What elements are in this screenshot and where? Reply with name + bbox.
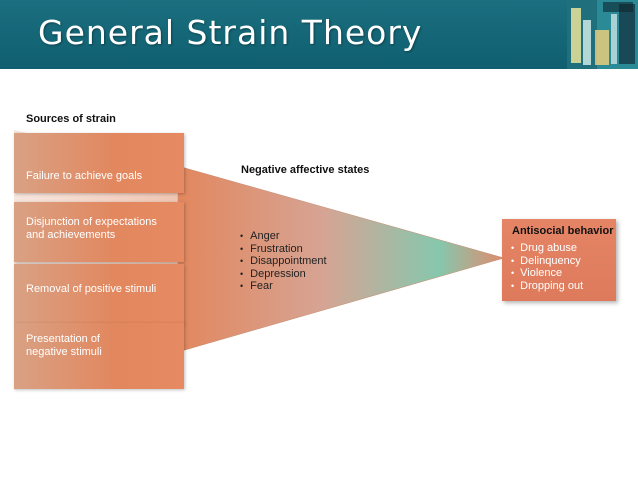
source-box-presentation: Presentation of negative stimuli: [14, 323, 184, 389]
list-item: Frustration: [240, 243, 327, 256]
title-bar: General Strain Theory: [0, 0, 638, 69]
slide-title: General Strain Theory: [38, 13, 423, 52]
list-item: Anger: [240, 230, 327, 243]
sources-heading: Sources of strain: [26, 113, 116, 125]
list-item: Drug abuse: [511, 242, 583, 255]
source-box-removal: Removal of positive stimuli: [14, 264, 184, 324]
source-label: Disjunction of expectations and achievem…: [26, 216, 157, 241]
source-box-failure: Failure to achieve goals: [14, 133, 184, 193]
source-label: Failure to achieve goals: [26, 170, 143, 182]
list-item: Dropping out: [511, 280, 583, 293]
negative-states-list: Anger Frustration Disappointment Depress…: [240, 230, 327, 293]
source-box-disjunction: Disjunction of expectations and achievem…: [14, 202, 184, 262]
antisocial-list: Drug abuse Delinquency Violence Dropping…: [511, 242, 583, 292]
source-label: Presentation of negative stimuli: [26, 333, 102, 358]
list-item: Depression: [240, 268, 327, 281]
corner-decorative-image: [567, 0, 638, 69]
list-item: Fear: [240, 280, 327, 293]
negative-states-heading: Negative affective states: [241, 164, 370, 176]
list-item: Violence: [511, 267, 583, 280]
antisocial-heading: Antisocial behavior: [512, 225, 614, 237]
source-label: Removal of positive stimuli: [26, 283, 157, 295]
funnel-triangle: [177, 165, 505, 353]
antisocial-behavior-box: Antisocial behavior Drug abuse Delinquen…: [502, 219, 616, 301]
list-item: Delinquency: [511, 255, 583, 268]
list-item: Disappointment: [240, 255, 326, 268]
